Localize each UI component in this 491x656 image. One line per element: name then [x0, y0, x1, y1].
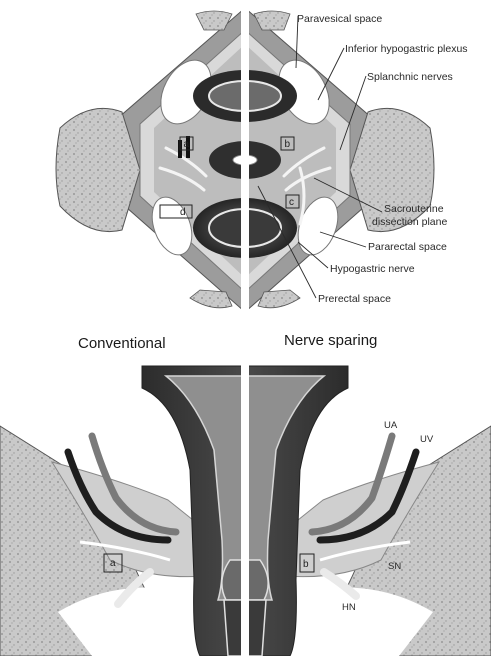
label-splanchnic-nerves: Splanchnic nerves — [367, 71, 453, 83]
label-hypogastric-nerve: Hypogastric nerve — [330, 263, 415, 275]
box-a-top-label: a — [184, 139, 190, 150]
heading-nerve-sparing: Nerve sparing — [284, 332, 377, 349]
label-sacrouterine: Sacrouterine — [384, 203, 444, 215]
bottom-panel-sagittal-view: a b UA UV SN HN — [0, 355, 491, 656]
label-paravesical-space: Paravesical space — [297, 13, 382, 25]
box-c-top-label: c — [289, 197, 294, 208]
box-b-bottom-label: b — [303, 559, 309, 570]
box-a-bottom-label: a — [110, 558, 116, 569]
label-hn: HN — [342, 602, 356, 613]
box-d-top-label: d — [180, 207, 186, 218]
label-ua: UA — [384, 420, 398, 431]
midline-divider-bottom — [241, 355, 249, 656]
top-panel-pelvis-cross-section: a b d c Paravesical space Inferior hypog… — [56, 0, 468, 318]
bone-bottom-left — [190, 290, 232, 308]
heading-conventional: Conventional — [78, 335, 166, 352]
bone-bottom-right — [258, 290, 300, 308]
label-dissection-plane: dissection plane — [372, 216, 447, 228]
label-prerectal-space: Prerectal space — [318, 293, 391, 305]
midline-divider-top — [241, 0, 249, 318]
label-inferior-hypogastric-plexus: Inferior hypogastric plexus — [345, 43, 468, 55]
label-uv: UV — [420, 434, 434, 445]
box-b-top-label: b — [285, 139, 291, 150]
label-sn: SN — [388, 561, 401, 572]
label-pararectal-space: Pararectal space — [368, 241, 447, 253]
